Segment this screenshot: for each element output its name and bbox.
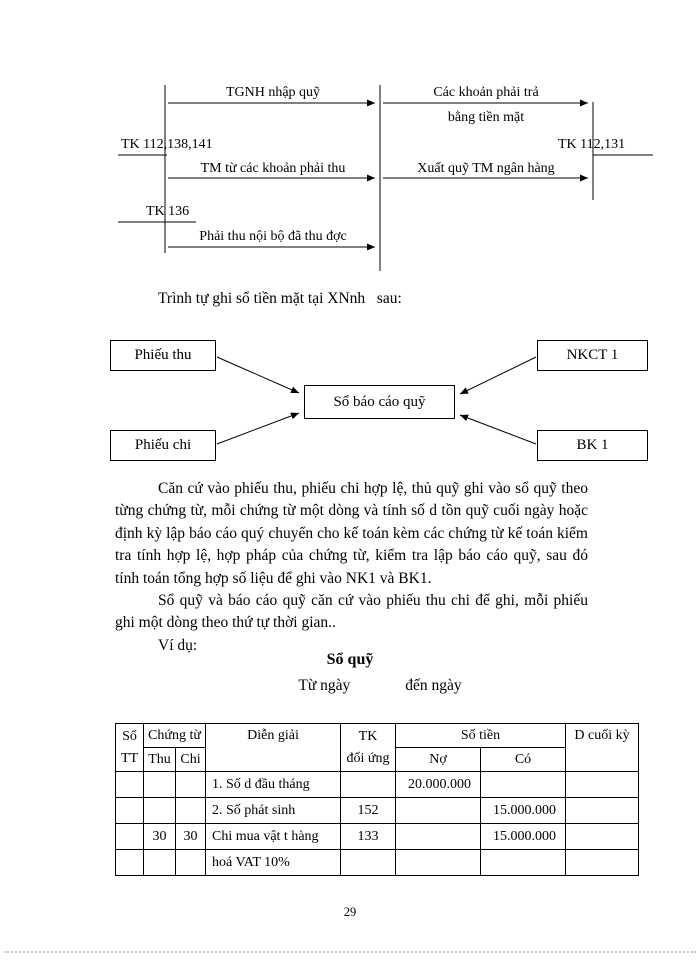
cell-chi — [175, 797, 206, 824]
table-row: hoá VAT 10% — [115, 849, 639, 876]
cell-co: 15.000.000 — [480, 797, 566, 824]
table-body: 1. Số d đầu tháng 20.000.000 2. Số phát … — [115, 771, 639, 876]
cell-chi: 30 — [175, 823, 206, 850]
box-phieu-chi: Phiếu chi — [110, 430, 216, 461]
body-paragraphs: Căn cứ vào phiếu thu, phiếu chi hợp lệ, … — [115, 478, 588, 657]
intro-text: Trình tự ghi sổ tiền mặt tại XNnh sau: — [158, 290, 402, 307]
cell-no — [395, 823, 481, 850]
flow-label-cac-khoan-phai-tra: Các khoản phải trả — [433, 85, 539, 100]
cell-co — [480, 771, 566, 798]
box-nkct-1: NKCT 1 — [537, 340, 648, 371]
cell-no: 20.000.000 — [395, 771, 481, 798]
cell-du — [565, 849, 639, 876]
col-header-chung-tu: Chứng từ — [143, 723, 206, 748]
paragraph-vi-du: Ví dụ: — [158, 636, 198, 654]
cell-thu — [143, 797, 176, 824]
col-header-tt: TT — [120, 750, 139, 766]
box-bk-1-label: BK 1 — [576, 437, 609, 453]
box-so-bao-cao-quy-label: Sổ báo cáo quỹ — [333, 393, 426, 410]
flow-label-tgnh-nhap-quy: TGNH nhập quỹ — [225, 85, 321, 100]
ledger-flowchart: Phiếu thu NKCT 1 Sổ báo cáo quỹ Phiếu ch… — [0, 332, 700, 472]
cell-tt — [115, 849, 144, 876]
cell-dien-giai: 2. Số phát sinh — [205, 797, 341, 824]
col-header-thu: Thu — [143, 747, 176, 772]
table-row: 30 30 Chi mua vật t hàng 133 15.000.000 — [115, 823, 639, 850]
cell-dien-giai: hoá VAT 10% — [205, 849, 341, 876]
flowchart-arrows-graphic — [216, 356, 537, 445]
date-to-label: đến ngày — [405, 677, 462, 694]
col-header-so-tien: Số tiền — [395, 723, 566, 748]
box-phieu-thu: Phiếu thu — [110, 340, 216, 371]
box-nkct-1-label: NKCT 1 — [566, 347, 619, 363]
col-header-dien-giai: Diễn giải — [205, 723, 341, 772]
paragraph-so-quy: Sổ quỹ và báo cáo quỹ căn cứ vào phiếu t… — [115, 592, 588, 632]
ledger-date-range: Từ ngày đến ngày — [30, 677, 700, 695]
page-number: 29 — [343, 905, 357, 919]
cash-taccount-diagram: TGNH nhập quỹ Các khoản phải trả bằng ti… — [0, 82, 700, 287]
cell-thu — [143, 849, 176, 876]
cell-no — [395, 849, 481, 876]
flow-label-xuat-quy-tm: Xuất quỹ TM ngân hàng — [417, 161, 555, 176]
cell-chi — [175, 771, 206, 798]
col-header-so: Số — [122, 728, 137, 744]
paragraph-can-cu: Căn cứ vào phiếu thu, phiếu chi hợp lệ, … — [115, 480, 588, 587]
col-header-no: Nợ — [395, 747, 481, 772]
cell-tt — [115, 771, 144, 798]
col-header-tk: TK — [358, 728, 378, 744]
cell-dien-giai: Chi mua vật t hàng — [205, 823, 341, 850]
cell-co: 15.000.000 — [480, 823, 566, 850]
flow-label-bang-tien-mat: bằng tiền mặt — [447, 110, 525, 125]
col-header-du-cuoi-ky: D cuối kỳ — [565, 723, 639, 772]
account-label-tk-112-138-141: TK 112,138,141 — [121, 137, 213, 152]
page-bottom-divider — [4, 951, 696, 953]
box-bk-1: BK 1 — [537, 430, 648, 461]
cell-thu — [143, 771, 176, 798]
ledger-title: Sổ quỹ — [326, 651, 374, 668]
cell-co — [480, 849, 566, 876]
cell-tk — [340, 771, 396, 798]
col-header-co: Có — [480, 747, 566, 772]
flow-label-tm-tu-cac-khoan: TM từ các khoản phải thu — [200, 161, 346, 176]
col-header-doi-ung: đối ứng — [346, 750, 390, 766]
cell-tk: 133 — [340, 823, 396, 850]
cell-thu: 30 — [143, 823, 176, 850]
cell-dien-giai: 1. Số d đầu tháng — [205, 771, 341, 798]
cell-du — [565, 823, 639, 850]
cell-tk — [340, 849, 396, 876]
account-label-tk-112-131: TK 112,131 — [558, 137, 626, 152]
box-phieu-chi-label: Phiếu chi — [134, 437, 192, 453]
cell-chi — [175, 849, 206, 876]
date-from-label: Từ ngày — [298, 677, 351, 694]
box-phieu-thu-label: Phiếu thu — [134, 347, 192, 363]
cell-tk: 152 — [340, 797, 396, 824]
flow-label-phai-thu-noi-bo: Phải thu nội bộ đã thu đợc — [199, 229, 347, 244]
col-header-chi: Chi — [175, 747, 206, 772]
account-label-tk-136: TK 136 — [146, 204, 190, 219]
taccount-lines-graphic — [118, 85, 653, 271]
cell-du — [565, 797, 639, 824]
col-header-tk-doi-ung: TK đối ứng — [340, 723, 396, 772]
cell-no — [395, 797, 481, 824]
table-row: 1. Số d đầu tháng 20.000.000 — [115, 771, 639, 798]
cell-tt — [115, 797, 144, 824]
cell-du — [565, 771, 639, 798]
cell-tt — [115, 823, 144, 850]
box-so-bao-cao-quy: Sổ báo cáo quỹ — [304, 385, 455, 419]
table-row: 2. Số phát sinh 152 15.000.000 — [115, 797, 639, 824]
